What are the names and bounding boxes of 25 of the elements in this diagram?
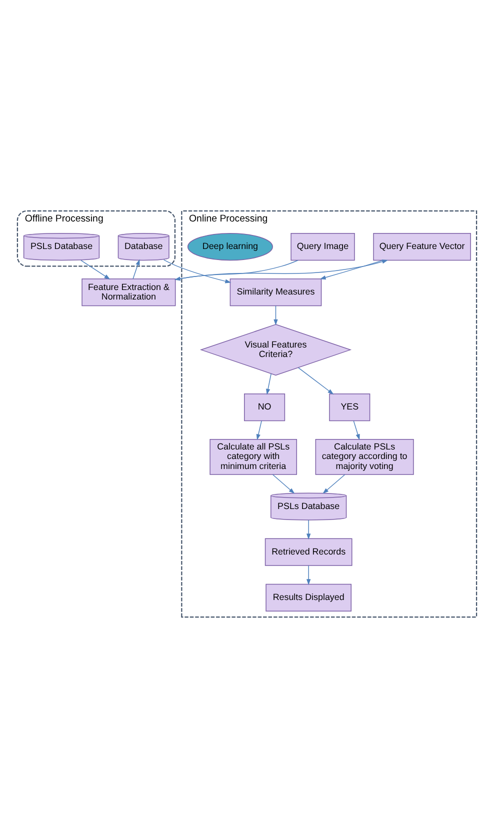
node-box: NO [244, 392, 286, 421]
node-box: Similarity Measures [230, 278, 322, 306]
arrow [163, 258, 232, 283]
node-box: Query Feature Vector [373, 232, 471, 260]
node-ellipse: Deep learning [187, 232, 273, 260]
arrow [274, 304, 278, 325]
node-diamond: Visual Features Criteria? [200, 324, 352, 376]
arrow [306, 519, 311, 540]
arrow [298, 366, 334, 394]
arrow [256, 420, 262, 440]
arrow [266, 372, 272, 394]
node-box: Calculate PSLs category according to majority voting [315, 438, 414, 474]
arrow [320, 259, 384, 280]
arrow [80, 259, 110, 279]
arrow [322, 474, 346, 494]
node-box: Results Displayed [266, 583, 352, 611]
node-box: Retrieved Records [264, 538, 352, 566]
arrow [306, 564, 311, 585]
node-box: Calculate all PSLs category with minimum criteria [210, 438, 298, 474]
arrow [353, 420, 360, 440]
node-box: Feature Extraction & Normalization [82, 278, 176, 306]
arrow [132, 258, 140, 279]
node-box: YES [329, 392, 370, 421]
node-box: Query Image [290, 232, 355, 260]
arrow [272, 474, 295, 494]
